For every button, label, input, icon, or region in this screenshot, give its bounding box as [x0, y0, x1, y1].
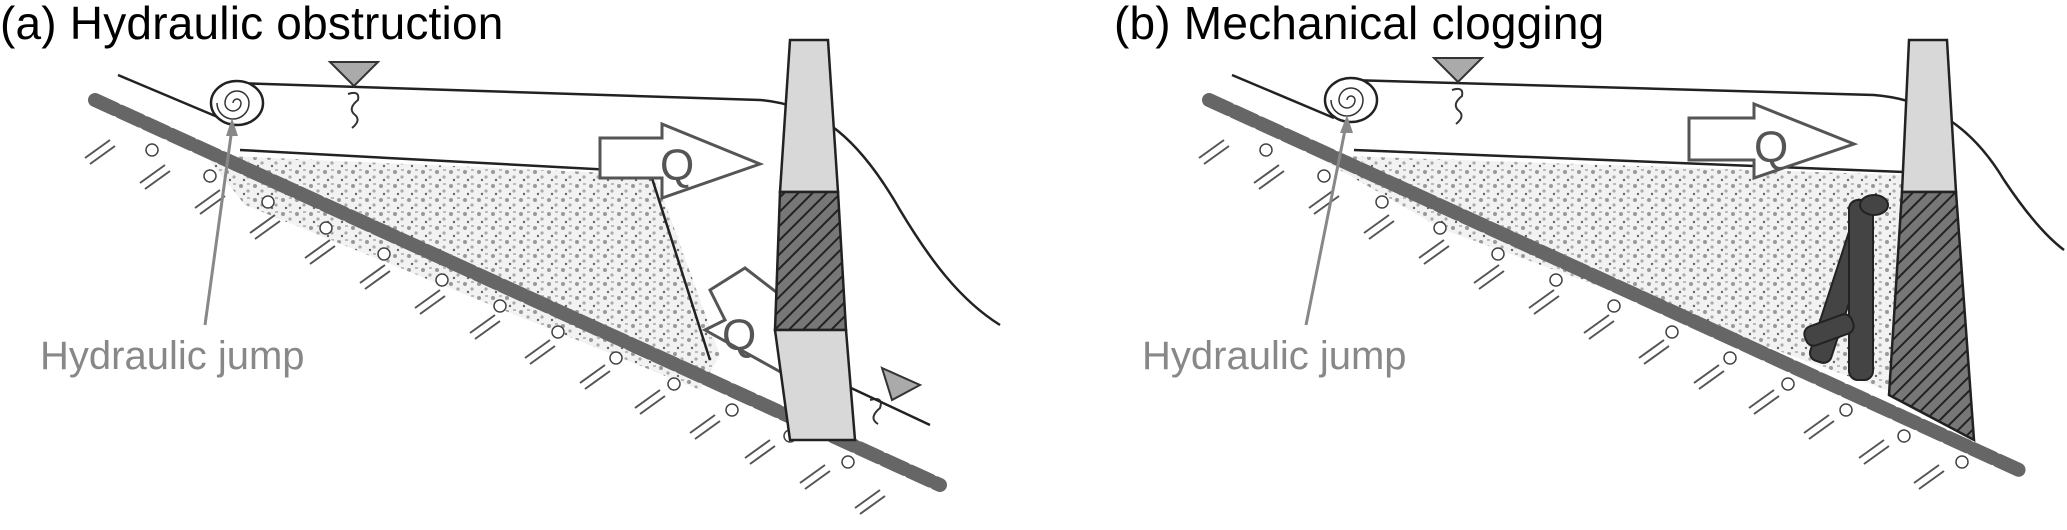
panel-b-hydraulic-jump-label: Hydraulic jump	[1142, 334, 1407, 378]
flow-label-top: Q	[660, 141, 694, 190]
woody-debris	[1803, 194, 1889, 381]
check-dam	[1887, 38, 1976, 443]
flow-arrow-top: Q	[1687, 101, 1859, 181]
deposit-top-line	[1353, 148, 1905, 174]
channel-bed-stones	[1202, 93, 2026, 477]
bed-circles	[145, 143, 855, 469]
panel-b-diagram: Q	[1198, 38, 2065, 490]
water-level-symbol	[1431, 57, 1485, 125]
flow-arrow-top: Q	[598, 121, 765, 201]
hydraulic-jump-pointer	[1304, 124, 1348, 326]
hydraulic-jump-pointer	[203, 127, 234, 326]
panel-a-title: (a) Hydraulic obstruction	[0, 0, 504, 49]
flow-surface-upstream	[117, 73, 221, 120]
hydraulic-jump-roller	[209, 79, 265, 127]
panel-b-mechanical-clogging: Q (b) Mechanical clogging Hydraulic jump	[1114, 0, 2067, 530]
panel-a-hydraulic-obstruction: Q Q (a) Hydraulic obstruction Hydraulic …	[0, 0, 1001, 515]
bed-hatching	[1198, 139, 1945, 490]
panel-b-title: (b) Mechanical clogging	[1114, 0, 1605, 49]
hydraulic-jump-roller	[1323, 76, 1379, 124]
panel-a-hydraulic-jump-label: Hydraulic jump	[40, 334, 305, 378]
check-dam	[773, 38, 857, 442]
flow-label-lower: Q	[722, 311, 756, 360]
water-level-symbol	[327, 61, 381, 129]
bed-hatching	[84, 139, 886, 515]
flow-surface-upstream	[1231, 73, 1335, 120]
flow-label-top: Q	[1754, 123, 1788, 172]
panel-a-diagram: Q Q	[84, 38, 1001, 515]
bed-circles	[1259, 143, 1969, 469]
